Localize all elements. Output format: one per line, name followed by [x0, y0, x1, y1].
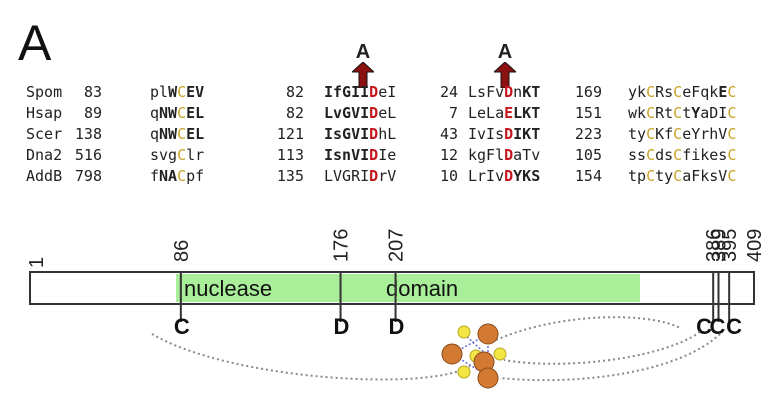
sequence-motif: fNACpf — [150, 167, 205, 185]
residue-number: 7 — [448, 104, 458, 122]
residue-number: 12 — [439, 146, 458, 164]
sequence-motif: tyCKfCeYrhVC — [628, 125, 737, 143]
sequence-motif: plWCEV — [150, 83, 205, 101]
sequence-motif: LvGVIDeL — [324, 104, 397, 122]
conserved-residue-label: D — [334, 314, 350, 339]
residue-number: 151 — [574, 104, 602, 122]
conserved-residue-label: C — [174, 314, 190, 339]
ligation-line — [495, 316, 681, 341]
organism-name: AddB — [26, 167, 63, 185]
residue-number: 223 — [574, 125, 602, 143]
sequence-motif: LrIvDYKS — [468, 167, 541, 185]
sequence-motif: IsGVIDhL — [324, 125, 397, 143]
sequence-motif: IfGIIDeI — [324, 83, 397, 101]
residue-number: 516 — [74, 146, 102, 164]
sequence-motif: svgClr — [150, 146, 205, 164]
active-site-arrow-1: A — [350, 41, 376, 92]
sequence-motif: tpCtyCaFksVC — [628, 167, 737, 185]
nuclease-domain — [176, 274, 640, 302]
sequence-motif: LsFvDnKT — [468, 83, 541, 101]
position-tick-label: 409 — [744, 229, 766, 262]
sequence-motif: LeLaELKT — [468, 104, 541, 122]
position-tick-label: 1 — [26, 257, 48, 268]
organism-name: Scer — [26, 125, 63, 143]
residue-number: 89 — [83, 104, 102, 122]
domain-label-left: nuclease — [184, 276, 272, 301]
residue-number: 154 — [574, 167, 602, 185]
conserved-residue-label: D — [389, 314, 405, 339]
residue-number: 169 — [574, 83, 602, 101]
sequence-motif: qNWCEL — [150, 104, 205, 122]
iron-sulfur-cluster-icon — [441, 323, 507, 389]
position-tick-label: 395 — [719, 229, 741, 262]
sequence-motif: qNWCEL — [150, 125, 205, 143]
sequence-motif: IsnVIDIe — [324, 146, 397, 164]
sequence-motif: ssCdsCfikesC — [628, 146, 737, 164]
residue-number: 82 — [285, 83, 304, 101]
sequence-motif: wkCRtCtYaDIC — [628, 104, 737, 122]
position-tick-label: 389 — [709, 229, 731, 262]
residue-number: 43 — [439, 125, 458, 143]
residue-number: 113 — [276, 146, 304, 164]
domain-label-right: domain — [386, 276, 458, 301]
sequence-motif: kgFlDaTv — [468, 146, 541, 164]
residue-number: 121 — [276, 125, 304, 143]
sequence-motif: LVGRIDrV — [324, 167, 397, 185]
ligation-line — [503, 331, 701, 365]
residue-number: 82 — [285, 104, 304, 122]
arrow-label: A — [355, 41, 371, 63]
residue-number: 135 — [276, 167, 304, 185]
sequence-motif: IvIsDIKT — [468, 125, 541, 143]
organism-name: Spom — [26, 83, 63, 101]
residue-number: 83 — [83, 83, 102, 101]
position-tick-label: 176 — [331, 229, 353, 262]
residue-number: 105 — [574, 146, 602, 164]
organism-name: Dna2 — [26, 146, 63, 164]
position-tick-label: 386 — [703, 229, 725, 262]
position-tick-label: 207 — [386, 229, 408, 262]
residue-number: 138 — [74, 125, 102, 143]
ligation-line — [499, 333, 721, 382]
ligation-line — [151, 333, 471, 381]
sequence-motif: ykCRsCeFqkEC — [628, 83, 737, 101]
residue-number: 10 — [439, 167, 458, 185]
residue-number: 24 — [439, 83, 458, 101]
active-site-arrow-2: A — [492, 41, 518, 92]
organism-name: Hsap — [26, 104, 63, 122]
position-tick-label: 86 — [171, 240, 193, 262]
arrow-label: A — [497, 41, 513, 63]
residue-number: 798 — [74, 167, 102, 185]
conserved-residue-label: C — [726, 314, 742, 339]
conserved-residue-label: C — [710, 314, 726, 339]
panel-label: A — [18, 15, 52, 71]
